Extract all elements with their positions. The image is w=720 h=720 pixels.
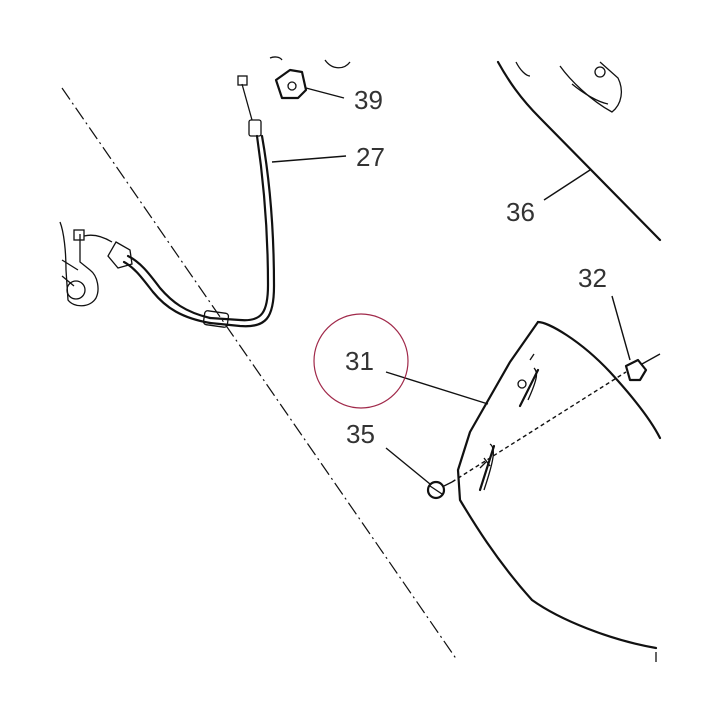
cable-end-top — [237, 56, 351, 137]
callout-39: 39 — [354, 85, 383, 115]
center-line — [61, 87, 458, 661]
part-32-clip — [624, 353, 661, 382]
callout-36: 36 — [506, 197, 535, 227]
leader-35 — [385, 447, 431, 485]
leader-32 — [611, 295, 631, 361]
leader-39 — [305, 87, 345, 99]
leader-36 — [543, 169, 591, 201]
part-35-screw — [426, 480, 453, 500]
callout-32: 32 — [578, 263, 607, 293]
assembly-axis — [451, 371, 627, 483]
leader-31 — [385, 371, 489, 405]
part-31-panel — [456, 320, 662, 662]
part-27-cable — [73, 134, 276, 328]
highlight-circle — [313, 313, 409, 409]
leader-27 — [271, 155, 347, 163]
callout-27: 27 — [356, 142, 385, 172]
callout-35: 35 — [346, 419, 375, 449]
part-36-panel — [496, 60, 662, 242]
left-bracket-fragment — [59, 221, 99, 307]
part-39-clip — [274, 68, 308, 100]
callout-31: 31 — [345, 346, 374, 376]
